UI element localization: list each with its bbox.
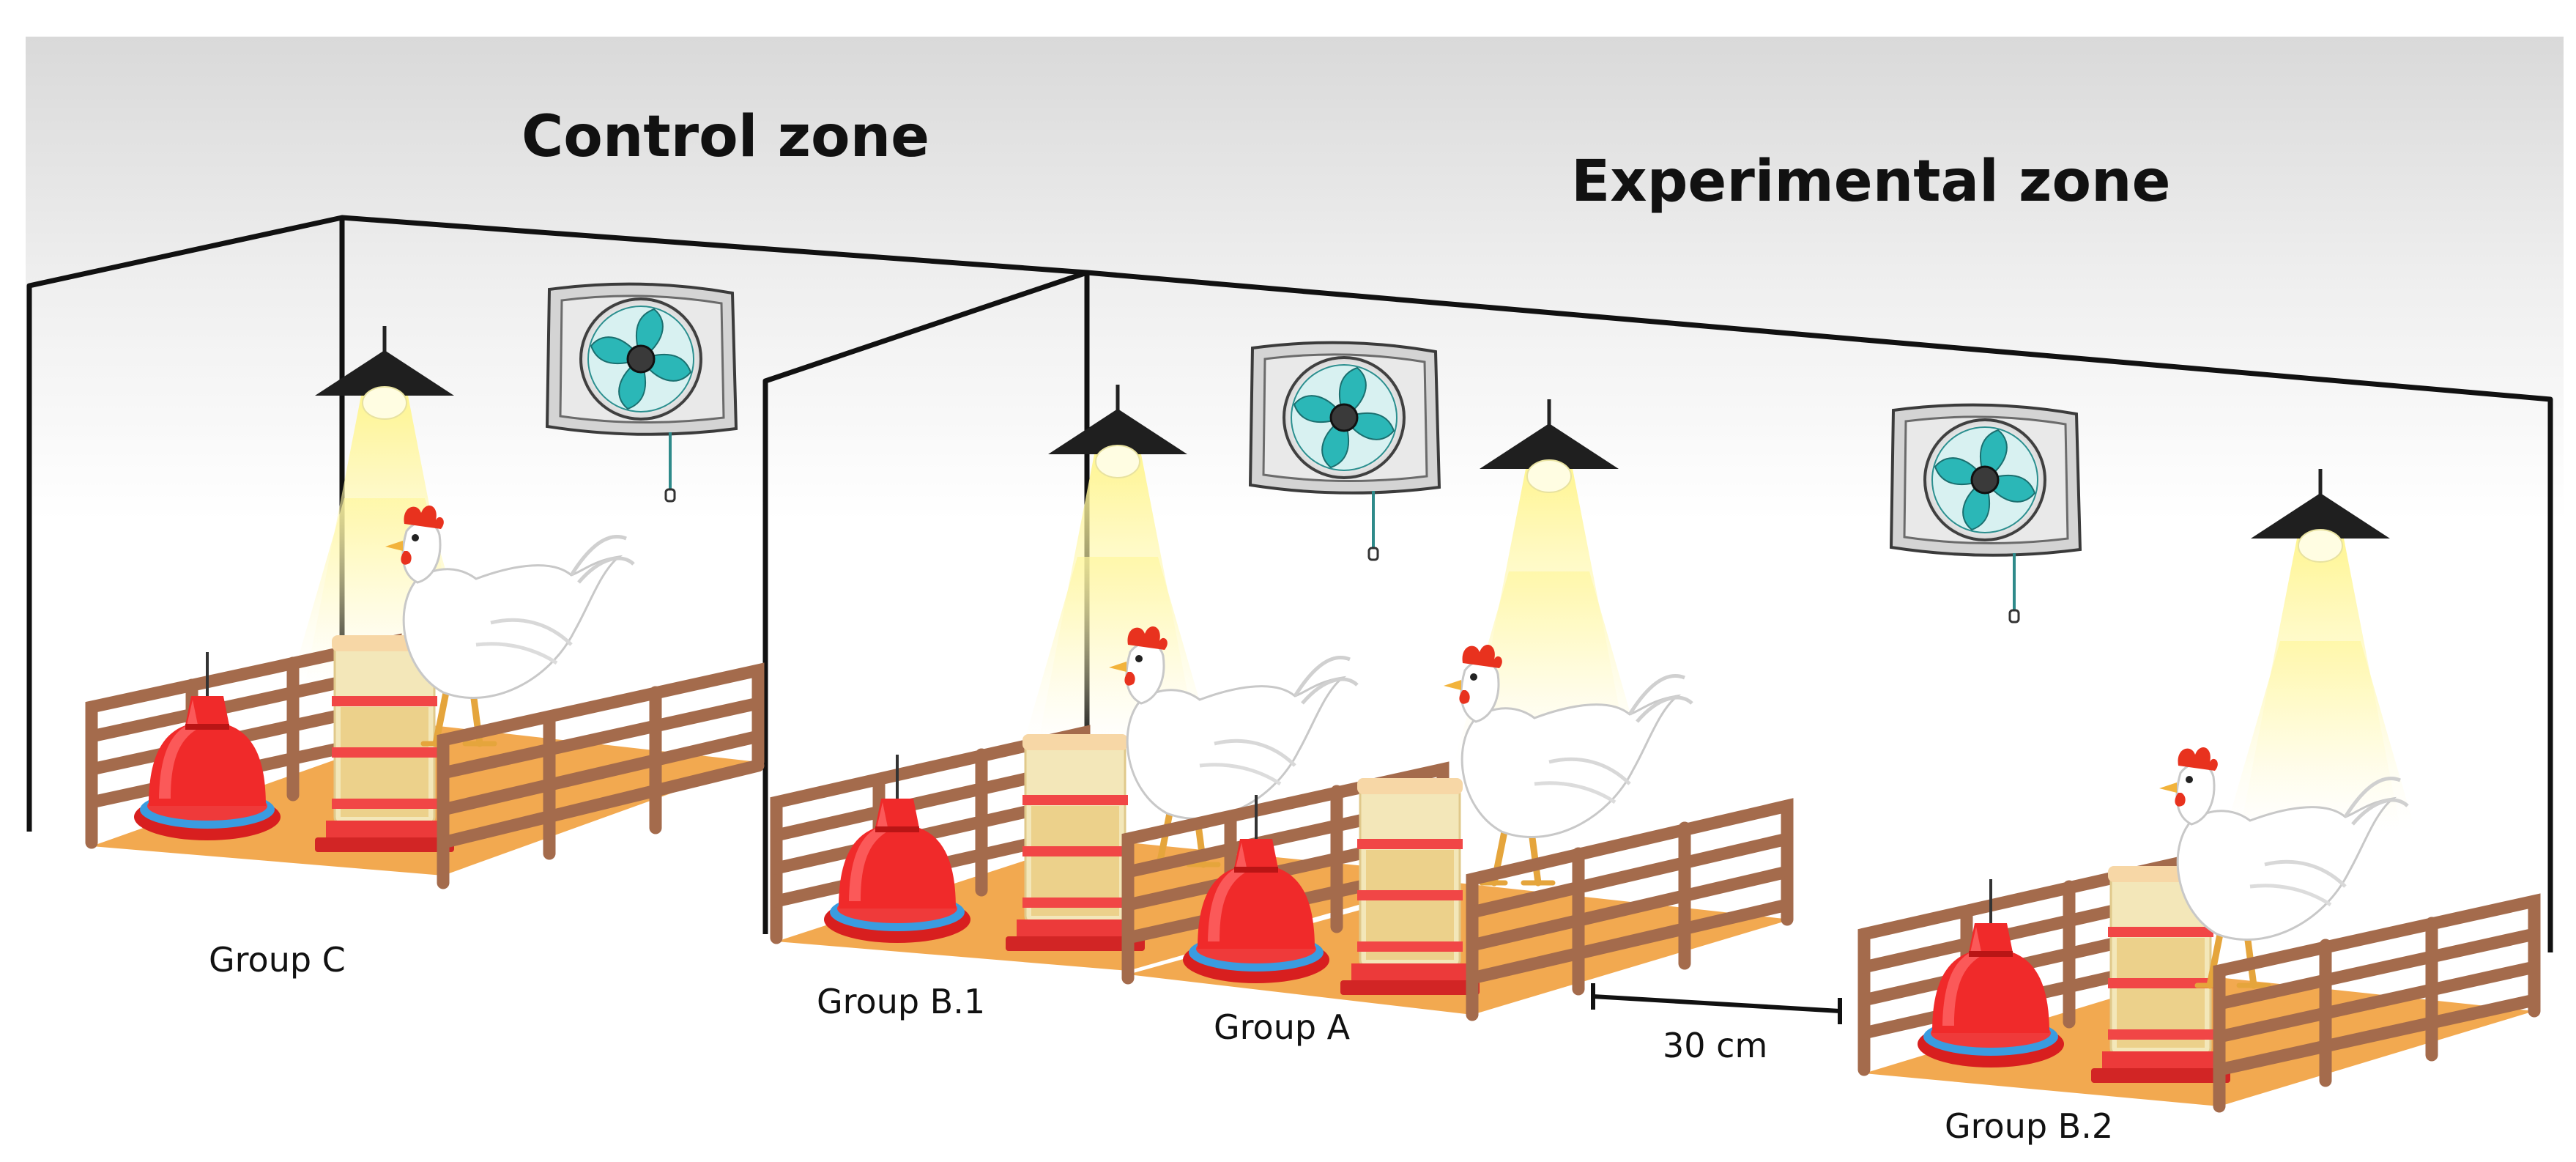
pen-group-a [1121,645,1794,1021]
group-b1-label: Group B.1 [817,982,986,1021]
group-c-label: Group C [209,940,346,980]
distance-label: 30 cm [1663,1026,1768,1065]
pen-group-b2 [1857,747,2541,1113]
distance-marker [1591,983,1842,1024]
control-zone-title: Control zone [521,104,930,170]
pen-group-c [85,506,765,889]
experimental-zone-title: Experimental zone [1571,149,2171,215]
group-b2-label: Group B.2 [1945,1106,2114,1146]
group-a-label: Group A [1214,1007,1351,1047]
tube-feeder-icon [1339,777,1481,996]
